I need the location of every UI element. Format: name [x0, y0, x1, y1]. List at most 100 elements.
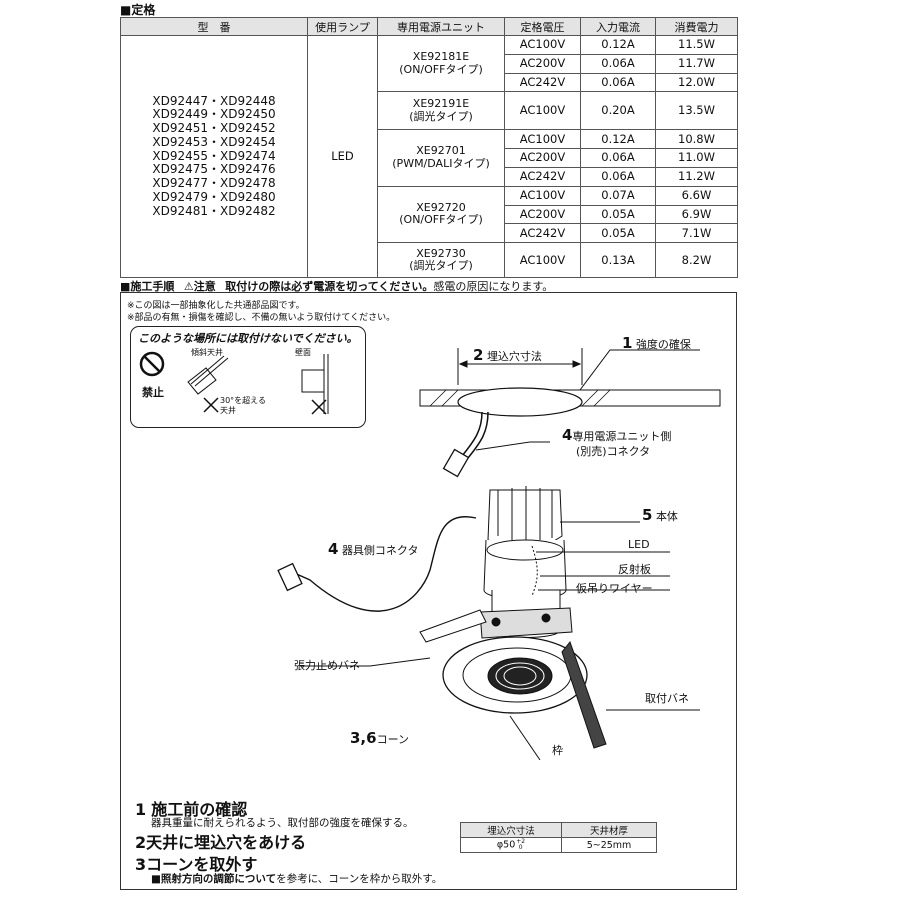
- slope-label: 傾斜天井: [191, 348, 223, 357]
- power-cell: 8.2W: [655, 242, 738, 279]
- unit-name: XE92181E: [412, 50, 470, 64]
- step-1-desc: 器具重量に耐えられるよう、取付部の強度を確保する。: [151, 817, 414, 829]
- table-row: XD92447・XD92448 XD92449・XD92450 XD92451・…: [120, 34, 738, 279]
- procedure-box: [120, 292, 737, 890]
- tolerance-plus: +2: [516, 838, 526, 845]
- dim-header-hole: 埋込穴寸法: [459, 822, 563, 838]
- unit-cell: XE92730 (調光タイプ): [377, 242, 505, 279]
- callout-text: 器具側コネクタ: [341, 544, 419, 557]
- spec-section-title: ■定格: [120, 3, 156, 17]
- header-unit: 専用電源ユニット: [377, 17, 505, 36]
- voltage-cell: AC242V: [504, 166, 581, 187]
- table-row: AC242V 0.06A 11.2W: [121, 166, 738, 187]
- table-row: XE92730 (調光タイプ) AC100V 0.13A 8.2W: [121, 242, 738, 279]
- power-cell: 10.8W: [655, 129, 738, 150]
- power-cell: 11.2W: [655, 166, 738, 187]
- model-item: XD92449・XD92450: [152, 107, 276, 122]
- callout-text: コーン: [376, 733, 410, 746]
- current-cell: 0.20A: [580, 91, 656, 131]
- unit-cell: XE92701 (PWM/DALIタイプ): [377, 129, 505, 187]
- current-cell: 0.06A: [580, 148, 656, 168]
- unit-name: XE92191E: [412, 97, 470, 111]
- callout-strength: 1 強度の確保: [622, 334, 691, 352]
- voltage-cell: AC242V: [504, 223, 581, 244]
- note-line-1: ※この図は一部抽象化した共通部品図です。: [127, 301, 305, 311]
- procedure-title: ■施工手順: [120, 280, 175, 293]
- sloped-ceiling-icon: [187, 355, 229, 413]
- header-current: 入力電流: [580, 17, 656, 36]
- callout-frame: 枠: [552, 744, 563, 757]
- step-3: 3コーンを取外す: [135, 851, 257, 875]
- prohibit-label: 禁止: [142, 386, 164, 399]
- callout-cone: 3,6コーン: [350, 729, 409, 747]
- prohibit-icon: [139, 351, 165, 377]
- voltage-cell: AC100V: [504, 91, 581, 131]
- step-number: 1: [135, 800, 147, 819]
- unit-name: XE92730: [416, 246, 466, 260]
- table-row: AC200V 0.06A 11.0W: [121, 148, 738, 168]
- callout-text: 本体: [655, 510, 678, 523]
- callout-wire: 仮吊りワイヤー: [576, 582, 653, 595]
- fixture-body: [479, 486, 573, 639]
- dim-header-thickness: 天井材厚: [561, 822, 657, 838]
- current-cell: 0.06A: [580, 72, 656, 93]
- unit-type: (ON/OFFタイプ): [399, 62, 483, 76]
- unit-name: XE92701: [416, 144, 466, 158]
- table-row: AC242V 0.05A 7.1W: [121, 223, 738, 244]
- voltage-cell: AC200V: [504, 53, 581, 74]
- model-item: XD92447・XD92448: [152, 93, 276, 108]
- callout-number: 1: [622, 334, 633, 352]
- wall-icon: [301, 354, 329, 415]
- lamp-cell: LED: [307, 34, 378, 279]
- model-item: XD92479・XD92480: [152, 190, 276, 205]
- step-3-desc: ■照射方向の調節についてを参考に、コーンを枠から取外す。: [151, 871, 442, 886]
- callout-body: 5 本体: [642, 506, 678, 524]
- current-cell: 0.05A: [580, 223, 656, 244]
- callout-hole: 2 埋込穴寸法: [473, 346, 542, 364]
- current-cell: 0.12A: [580, 129, 656, 150]
- wall-label: 壁面: [295, 348, 311, 357]
- power-cell: 12.0W: [655, 72, 738, 93]
- step-desc-text: を参考に、コーンを枠から取外す。: [276, 873, 443, 885]
- voltage-cell: AC100V: [504, 185, 581, 206]
- unit-type: (PWM/DALIタイプ): [392, 157, 490, 171]
- voltage-cell: AC242V: [504, 72, 581, 93]
- callout-text: (別売)コネクタ: [576, 445, 651, 458]
- model-item: XD92453・XD92454: [152, 134, 276, 149]
- header-voltage: 定格電圧: [504, 17, 581, 36]
- voltage-cell: AC100V: [504, 129, 581, 150]
- current-cell: 0.05A: [580, 204, 656, 225]
- table-row: XE92701 (PWM/DALIタイプ) AC100V 0.12A 10.8W: [121, 129, 738, 187]
- step-2: 2天井に埋込穴をあける: [135, 829, 306, 853]
- step-number: 3: [135, 855, 147, 874]
- step-1: 1 施工前の確認: [135, 796, 247, 820]
- callout-reflector: 反射板: [618, 563, 651, 576]
- callout-text: 埋込穴寸法: [486, 350, 542, 363]
- procedure-header: ■施工手順 ⚠注意 取付けの際は必ず電源を切ってください。感電の原因になります。: [120, 278, 553, 294]
- power-cell: 7.1W: [655, 223, 738, 244]
- warning-illustration: [139, 351, 329, 415]
- warning-box: [130, 326, 366, 428]
- unit-cell: XE92191E (調光タイプ): [377, 91, 505, 131]
- callout-number: 4: [562, 426, 573, 444]
- model-item: XD92451・XD92452: [152, 121, 276, 136]
- callout-number: 4: [328, 540, 339, 558]
- table-row: AC200V 0.05A 6.9W: [121, 204, 738, 225]
- callout-number: 5: [642, 506, 653, 524]
- current-cell: 0.13A: [580, 242, 656, 279]
- tolerance-minus: 0: [518, 844, 523, 851]
- spec-table: 型 番 使用ランプ 専用電源ユニット 定格電圧 入力電流 消費電力 XD9244…: [120, 17, 738, 279]
- caution-label: ⚠注意: [183, 280, 216, 293]
- power-cell: 13.5W: [655, 91, 738, 131]
- current-cell: 0.07A: [580, 185, 656, 206]
- caution-tail-text: 感電の原因になります。: [433, 280, 554, 293]
- step-title: コーンを取外す: [146, 855, 258, 874]
- callout-text: 専用電源ユニット側: [572, 430, 672, 443]
- callout-number: 2: [473, 346, 484, 364]
- installation-diagram: [277, 348, 721, 760]
- table-row: XE92720 (ON/OFFタイプ) AC100V 0.07A 6.6W: [121, 185, 738, 244]
- unit-type: (調光タイプ): [409, 259, 473, 273]
- callout-text: 強度の確保: [635, 338, 691, 351]
- unit-name: XE92720: [416, 200, 466, 214]
